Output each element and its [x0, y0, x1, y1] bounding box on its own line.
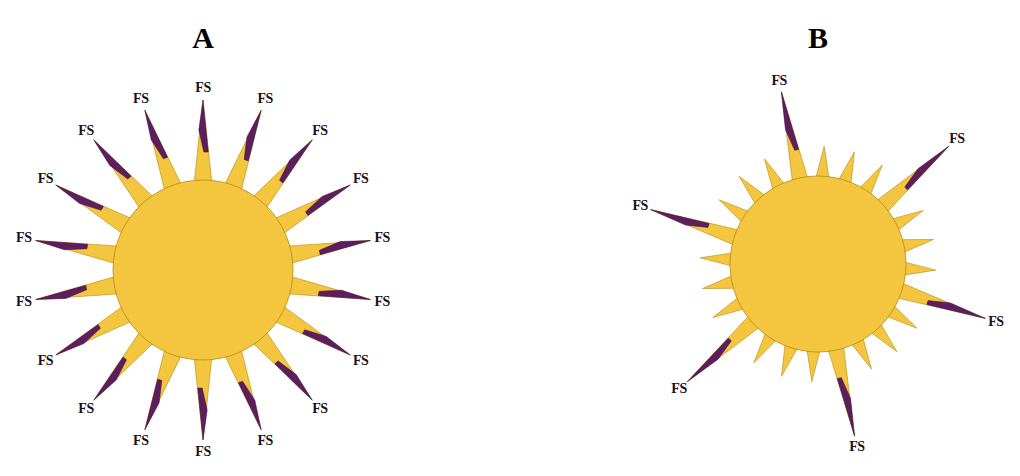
sun-ray — [781, 92, 808, 184]
sun-ray — [286, 240, 370, 263]
ray-label: FS — [632, 199, 647, 213]
ray-tip — [36, 285, 87, 299]
ray-label: FS — [133, 92, 148, 106]
sun-ray — [651, 210, 741, 246]
ray-label: FS — [78, 124, 93, 138]
sun-ray — [194, 100, 212, 184]
ray-label: FS — [78, 402, 93, 416]
ray-label: FS — [16, 295, 31, 309]
sun-ray — [224, 110, 261, 192]
sun-ray — [700, 253, 734, 267]
ray-label: FS — [195, 81, 210, 95]
ray-tip — [279, 140, 312, 183]
ray-tip — [318, 290, 370, 299]
ray-label: FS — [988, 315, 1003, 329]
sun-ray — [895, 282, 985, 318]
ray-label: FS — [258, 92, 273, 106]
sun-ray — [56, 185, 133, 235]
sun-ray — [828, 345, 855, 437]
ray-label: FS — [671, 382, 686, 396]
sun-ray — [145, 348, 182, 430]
ray-tip — [199, 100, 208, 152]
sun-ray — [36, 240, 120, 263]
ray-tip — [94, 357, 127, 400]
sun-ray — [224, 348, 261, 430]
ray-tip — [837, 378, 854, 437]
sun-ray — [36, 276, 120, 299]
ray-label: FS — [38, 354, 53, 368]
ray-tip — [198, 388, 207, 440]
ray-tip — [306, 185, 351, 216]
sun-ray — [194, 356, 212, 440]
sun-ray — [56, 305, 133, 355]
sun-b — [651, 92, 986, 436]
ray-tip — [145, 379, 162, 430]
panel-label: A — [192, 23, 214, 53]
ray-tip — [319, 240, 370, 254]
sun-ray — [94, 140, 155, 210]
ray-tip — [303, 330, 351, 355]
sun-ray — [251, 330, 312, 400]
ray-label: FS — [133, 434, 148, 448]
ray-label: FS — [849, 440, 864, 454]
sun-ray — [145, 110, 182, 192]
sun-ray — [273, 185, 350, 235]
ray-tip — [275, 361, 312, 400]
ray-label: FS — [353, 172, 368, 186]
ray-tip — [781, 92, 798, 151]
ray-tip — [244, 110, 261, 161]
ray-label: FS — [375, 231, 390, 245]
ray-label: FS — [771, 74, 786, 88]
ray-tip — [905, 146, 949, 190]
sun-disc — [113, 180, 293, 360]
sun-ray — [815, 146, 829, 180]
sun-ray — [807, 348, 821, 382]
ray-tip — [238, 381, 261, 430]
ray-tip — [651, 210, 710, 228]
ray-label: FS — [195, 445, 210, 459]
ray-label: FS — [258, 434, 273, 448]
sun-ray — [902, 261, 936, 275]
ray-tip — [927, 301, 986, 319]
sun-disc — [730, 176, 906, 352]
sun-ray — [687, 314, 761, 382]
ray-tip — [145, 110, 168, 159]
ray-tip — [687, 338, 731, 382]
panel-label: B — [808, 23, 828, 53]
ray-tip — [56, 185, 104, 210]
ray-label: FS — [949, 132, 964, 146]
ray-label: FS — [38, 172, 53, 186]
ray-label: FS — [16, 231, 31, 245]
sun-ray — [875, 146, 949, 214]
ray-tip — [56, 324, 101, 355]
sun-ray — [94, 330, 155, 400]
ray-tip — [94, 140, 131, 179]
ray-label: FS — [353, 354, 368, 368]
ray-tip — [36, 240, 88, 249]
sun-ray — [286, 276, 370, 299]
ray-label: FS — [312, 402, 327, 416]
ray-label: FS — [375, 295, 390, 309]
sun-ray — [251, 140, 312, 210]
ray-label: FS — [312, 124, 327, 138]
sun-ray — [273, 305, 350, 355]
sun-a — [36, 100, 371, 440]
